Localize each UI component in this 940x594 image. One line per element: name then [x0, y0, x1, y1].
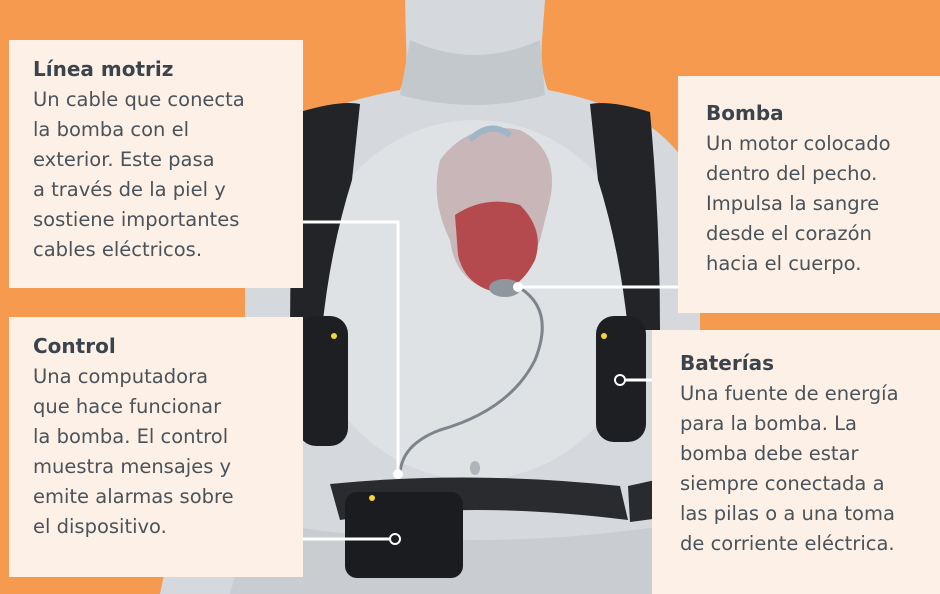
callout-baterias: Baterías Una fuente de energía para la b…: [652, 330, 940, 594]
driveline-cable: [398, 286, 544, 477]
callout-bomba-description: Un motor colocado dentro del pecho. Impu…: [706, 132, 891, 275]
battery-left: [298, 316, 348, 446]
callout-linea-description: Un cable que conecta la bomba con el ext…: [33, 88, 245, 261]
callout-bomba-title: Bomba: [706, 101, 784, 125]
callout-linea-title: Línea motriz: [33, 57, 174, 81]
callout-control-title: Control: [33, 334, 116, 358]
callout-linea-motriz: Línea motriz Un cable que conecta la bom…: [9, 40, 303, 288]
callout-control-description: Una computadora que hace funcionar la bo…: [33, 365, 234, 538]
heart-illustration: [436, 125, 552, 297]
callout-baterias-description: Una fuente de energía para la bomba. La …: [680, 382, 899, 555]
callout-control: Control Una computadora que hace funcion…: [9, 317, 303, 577]
controller-device: [345, 492, 463, 578]
callout-bomba: Bomba Un motor colocado dentro del pecho…: [678, 76, 940, 313]
battery-right: [596, 316, 646, 442]
callout-baterias-title: Baterías: [680, 351, 774, 375]
